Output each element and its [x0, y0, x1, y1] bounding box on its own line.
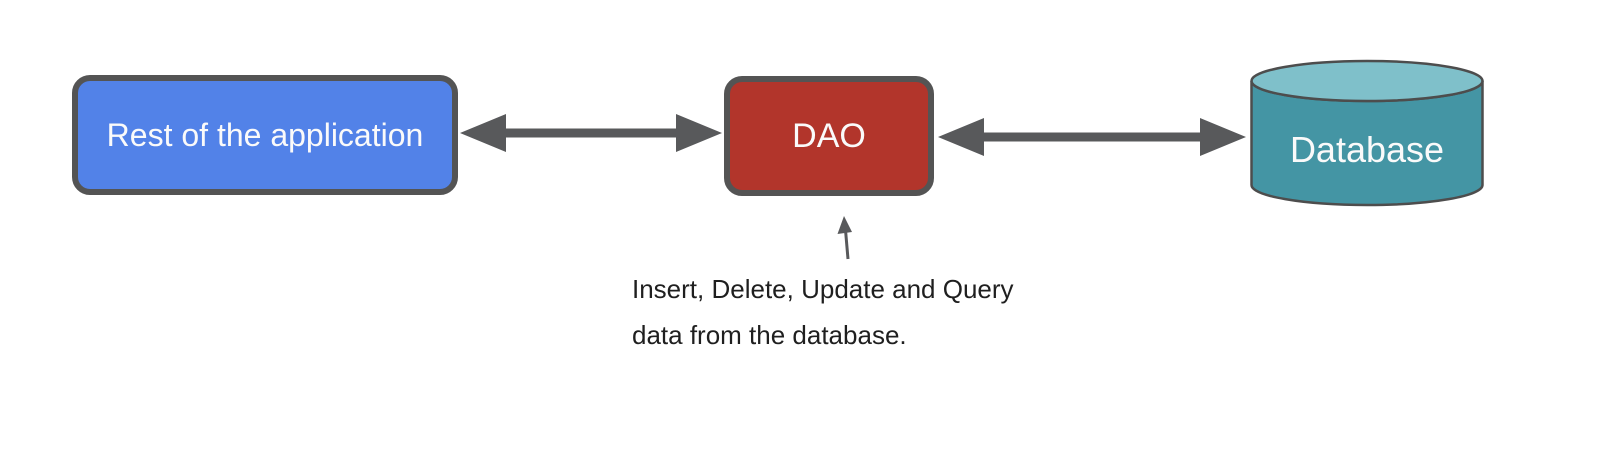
annotation-line-2: data from the database. [632, 320, 907, 350]
database-cylinder-icon: Database [1250, 59, 1484, 207]
rest-of-application-box: Rest of the application [72, 75, 458, 195]
rest-of-application-label: Rest of the application [106, 116, 424, 153]
bidirectional-arrow-icon [460, 114, 722, 152]
up-arrow-icon [837, 216, 852, 260]
dao-box: DAO [724, 76, 934, 196]
dao-label: DAO [792, 116, 866, 155]
annotation-text: Insert, Delete, Update and Query data fr… [632, 266, 1014, 358]
database-label: Database [1290, 129, 1444, 170]
bidirectional-arrow-icon [938, 118, 1246, 156]
annotation-line-1: Insert, Delete, Update and Query [632, 274, 1014, 304]
